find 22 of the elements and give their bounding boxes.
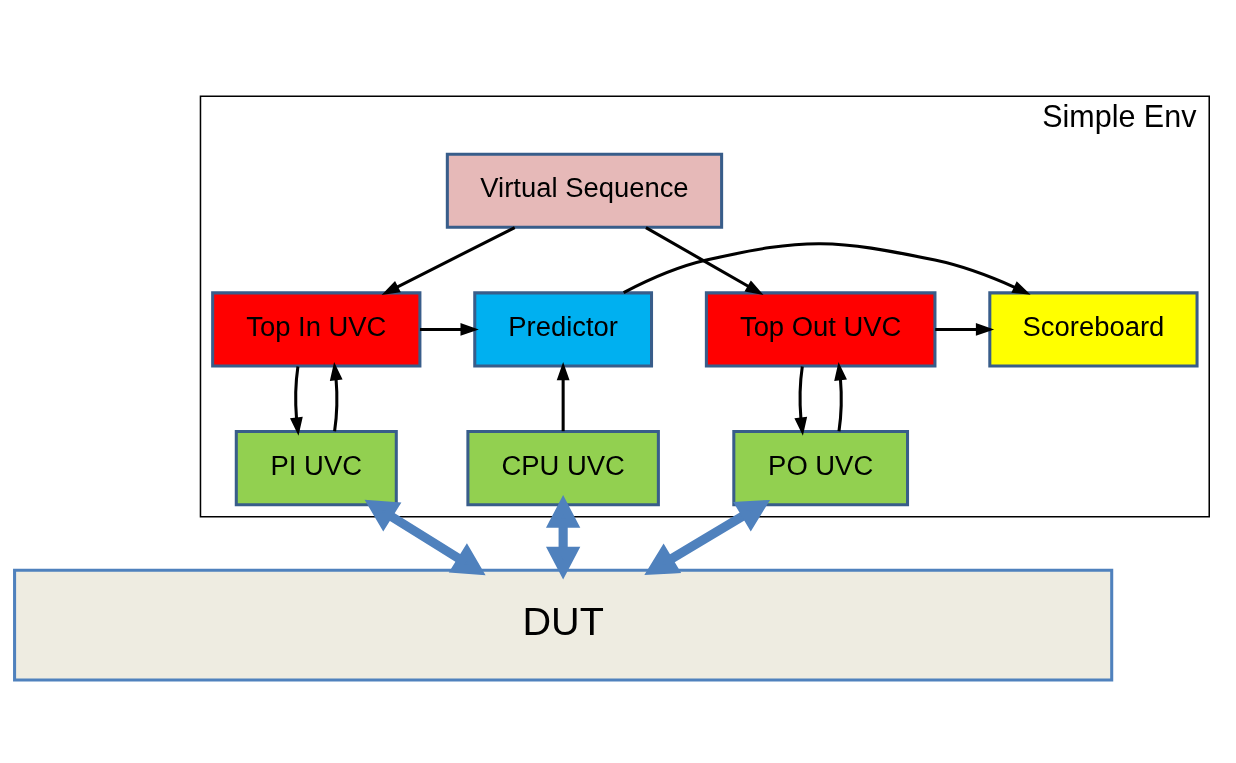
node-box: Predictor: [473, 290, 654, 368]
arrow: [364, 499, 486, 575]
arrow: [381, 225, 516, 295]
node-box: PI UVC: [234, 429, 398, 506]
arrow: [290, 365, 303, 436]
node-box: Top Out UVC: [704, 290, 937, 368]
node-box: CPU UVC: [466, 429, 660, 506]
node-box: PO UVC: [732, 429, 910, 506]
arrow: [644, 499, 771, 575]
arrow: [834, 361, 847, 431]
arrow: [556, 361, 570, 431]
node-box: DUT: [13, 568, 1114, 681]
node-box: Top In UVC: [211, 290, 422, 368]
node-box: Scoreboard: [988, 290, 1199, 368]
arrow: [935, 322, 995, 336]
arrow: [545, 494, 581, 579]
arrow: [645, 225, 764, 295]
node-box: Virtual Sequence: [445, 152, 724, 229]
arrow: [419, 322, 479, 336]
arrow: [794, 365, 808, 436]
arrow: [622, 241, 1031, 295]
arrow: [329, 361, 343, 431]
